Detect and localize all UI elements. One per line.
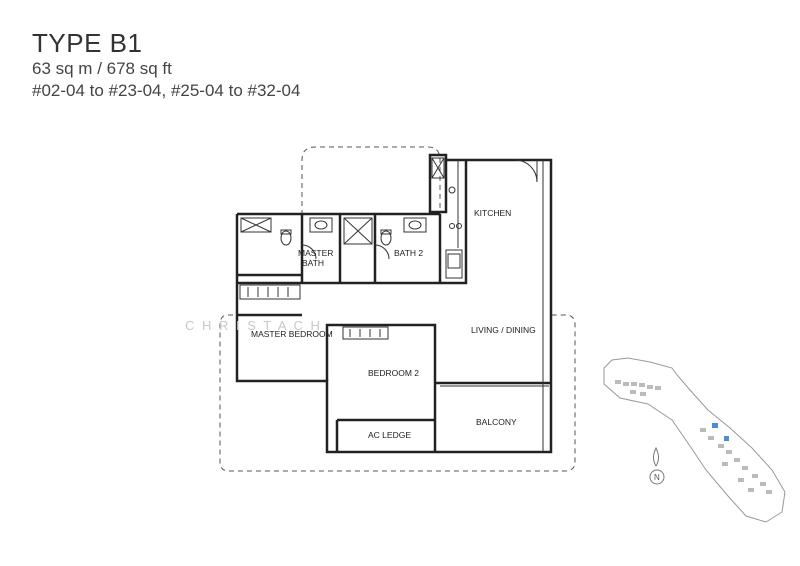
dashed-outline (219, 146, 576, 472)
north-arrow-icon (653, 446, 659, 467)
site-key-plan (603, 357, 786, 523)
header: TYPE B1 63 sq m / 678 sq ft #02-04 to #2… (32, 28, 300, 102)
room-label-master-bath-1: MASTER (298, 248, 333, 258)
room-label-ac-ledge: AC LEDGE (368, 430, 411, 440)
room-label-balcony: BALCONY (476, 417, 517, 427)
compass: N (649, 446, 665, 485)
room-label-living-dining: LIVING / DINING (471, 325, 536, 335)
walls (235, 153, 553, 454)
watermark: C H R I S T A C H (185, 318, 322, 333)
unit-area: 63 sq m / 678 sq ft (32, 59, 172, 78)
room-label-kitchen: KITCHEN (474, 208, 511, 218)
fixtures (239, 157, 549, 452)
compass-north-label: N (654, 473, 660, 482)
unit-highlight-marker (712, 423, 718, 428)
room-label-master-bath-2: BATH (302, 258, 324, 268)
room-label-bath2: BATH 2 (394, 248, 423, 258)
room-label-master-bedroom: MASTER BEDROOM (251, 329, 333, 339)
room-label-bedroom2: BEDROOM 2 (368, 368, 419, 378)
unit-numbers: #02-04 to #23-04, #25-04 to #32-04 (32, 81, 301, 100)
unit-type-title: TYPE B1 (32, 28, 143, 58)
